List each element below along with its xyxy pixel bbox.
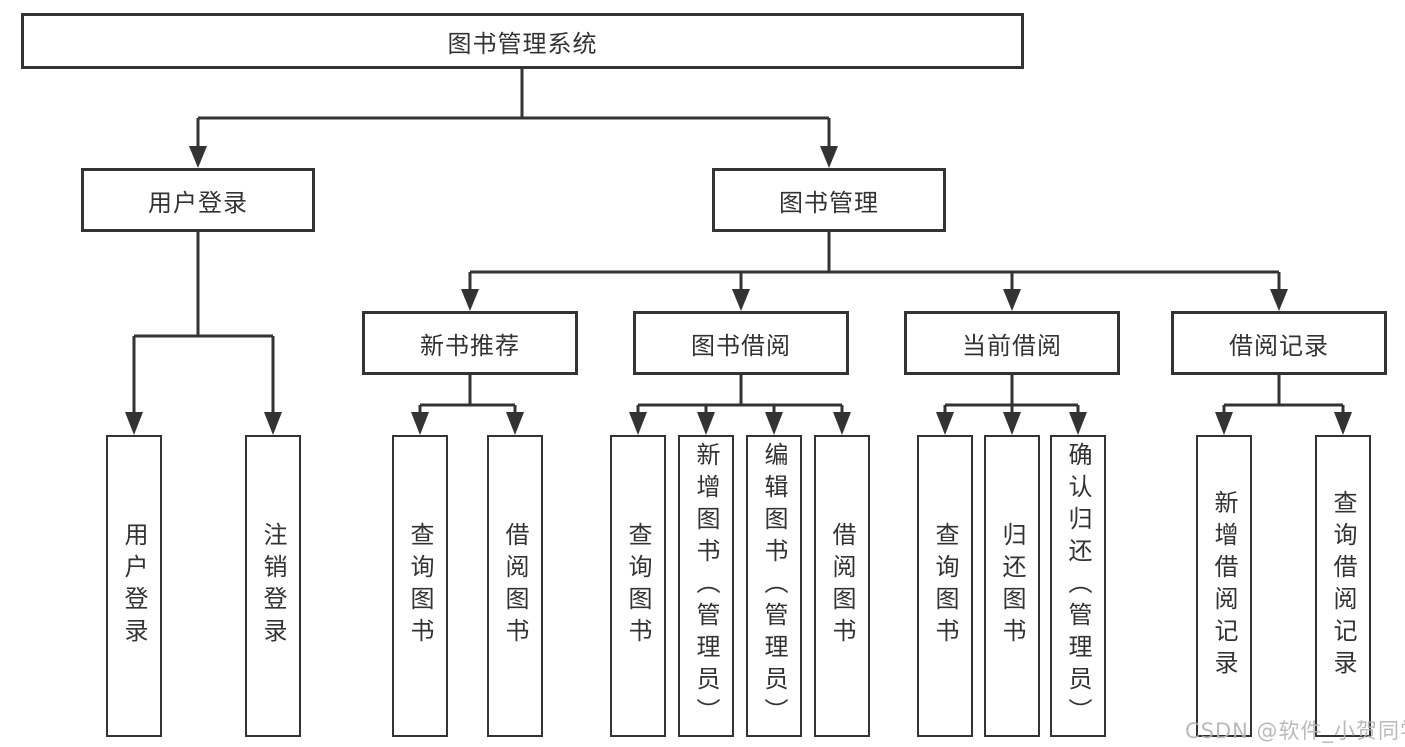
node-book-borrowing: 图书借阅 xyxy=(633,311,849,375)
leaf-rec-borrow-books: 借阅图书 xyxy=(487,435,543,737)
node-label: 查询借阅记录 xyxy=(1329,490,1357,682)
leaf-cb-return-books: 归还图书 xyxy=(984,435,1040,737)
node-label: 编辑图书（管理员） xyxy=(760,442,788,730)
arrowheads xyxy=(125,146,1352,435)
watermark: CSDN @软件_小贺同学 xyxy=(1185,719,1405,743)
leaf-cb-query-books: 查询图书 xyxy=(917,435,973,737)
node-current-borrowing: 当前借阅 xyxy=(904,311,1120,375)
node-new-book-recommend: 新书推荐 xyxy=(362,311,578,375)
node-label: 确认归还（管理员） xyxy=(1064,442,1092,730)
leaf-rec-query-books: 查询图书 xyxy=(392,435,448,737)
node-label: 查询图书 xyxy=(931,522,959,650)
node-label: 图书管理系统 xyxy=(447,29,598,58)
node-label: 归还图书 xyxy=(998,522,1026,650)
node-borrowing-records: 借阅记录 xyxy=(1171,311,1387,375)
node-label: 图书管理 xyxy=(779,188,879,217)
leaf-user-login: 用户登录 xyxy=(106,435,162,737)
node-label: 借阅图书 xyxy=(501,522,529,650)
leaf-cb-confirm-return-admin: 确认归还（管理员） xyxy=(1050,435,1106,737)
leaf-bb-borrow-books: 借阅图书 xyxy=(814,435,870,737)
node-label: 图书借阅 xyxy=(691,331,791,360)
node-label: 查询图书 xyxy=(624,522,652,650)
node-book-management: 图书管理 xyxy=(712,168,946,232)
node-label: 当前借阅 xyxy=(962,331,1062,360)
node-label: 用户登录 xyxy=(148,188,248,217)
node-label: 新增借阅记录 xyxy=(1210,490,1238,682)
leaf-logout: 注销登录 xyxy=(245,435,301,737)
leaf-bb-add-books-admin: 新增图书（管理员） xyxy=(678,435,734,737)
leaf-bb-query-books: 查询图书 xyxy=(610,435,666,737)
node-label: 借阅图书 xyxy=(828,522,856,650)
node-label: 新增图书（管理员） xyxy=(692,442,720,730)
leaf-br-query-record: 查询借阅记录 xyxy=(1315,435,1371,737)
node-label: 新书推荐 xyxy=(420,331,520,360)
leaf-br-add-record: 新增借阅记录 xyxy=(1196,435,1252,737)
leaf-bb-edit-books-admin: 编辑图书（管理员） xyxy=(746,435,802,737)
node-user-login: 用户登录 xyxy=(81,168,315,232)
node-label: 用户登录 xyxy=(120,522,148,650)
node-library-system: 图书管理系统 xyxy=(21,13,1024,69)
node-label: 借阅记录 xyxy=(1229,331,1329,360)
connector-paths xyxy=(132,69,1345,416)
node-label: 注销登录 xyxy=(259,522,287,650)
node-label: 查询图书 xyxy=(406,522,434,650)
